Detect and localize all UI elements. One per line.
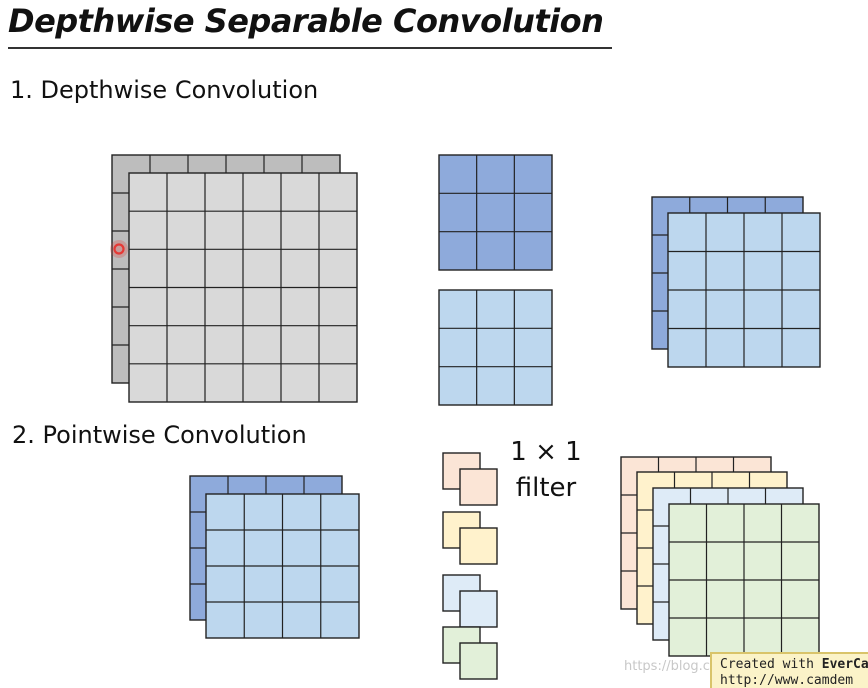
depthwise-output-front bbox=[667, 212, 821, 368]
pointwise-output-green bbox=[668, 503, 820, 657]
evercam-badge: Created with EverCa http://www.camdem bbox=[710, 652, 868, 688]
grids-layer bbox=[111, 154, 821, 680]
filter-word-text: filter bbox=[515, 473, 577, 503]
filter-green-front bbox=[459, 642, 498, 680]
cursor-layer bbox=[110, 240, 128, 258]
pointwise-input-front bbox=[205, 493, 360, 639]
filter-orange-front bbox=[459, 468, 498, 506]
cursor-glow bbox=[110, 240, 128, 258]
depthwise-kernel-2 bbox=[438, 289, 553, 406]
filter-blue-front bbox=[459, 590, 498, 628]
section-depthwise-label: 1. Depthwise Convolution bbox=[10, 76, 319, 104]
filter-yellow-front bbox=[459, 527, 498, 565]
section-pointwise-label: 2. Pointwise Convolution bbox=[12, 421, 307, 449]
slide-title: Depthwise Separable Convolution bbox=[8, 2, 604, 40]
depthwise-kernel-1 bbox=[438, 154, 553, 271]
cursor-ring bbox=[113, 243, 125, 255]
filter-size-text: 1 × 1 bbox=[510, 437, 582, 467]
evercam-line-1: Created with EverCa bbox=[720, 657, 868, 672]
blog-watermark: https://blog.c bbox=[624, 659, 710, 674]
title-underline bbox=[8, 47, 612, 49]
evercam-line-2: http://www.camdem bbox=[720, 673, 854, 688]
filter-size-label: 1 × 1 filter bbox=[506, 434, 586, 506]
input-channel-front bbox=[128, 172, 358, 403]
